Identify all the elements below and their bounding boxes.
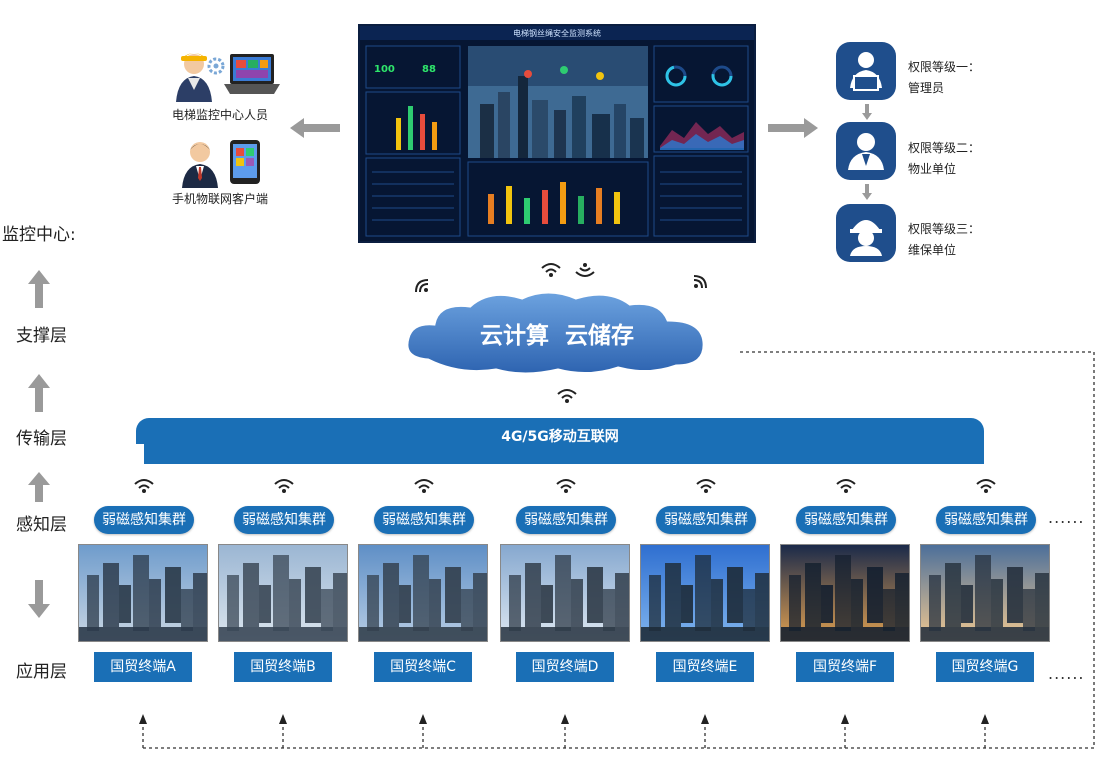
terminal-label: 国贸终端E: [656, 652, 754, 682]
city-photo: [920, 544, 1050, 642]
wifi-signal-icon: [575, 263, 595, 277]
cloud-label: 云计算 云储存: [479, 323, 634, 349]
layer-label-support: 支撑层: [16, 326, 67, 346]
sensor-cluster-badge: 弱磁感知集群: [374, 506, 474, 534]
feedback-arrow-head: [981, 714, 989, 724]
wifi-signal-icon: [696, 479, 716, 493]
terminal-label: 国贸终端F: [796, 652, 894, 682]
wifi-signal-icon: [274, 479, 294, 493]
sensor-cluster-badge: 弱磁感知集群: [94, 506, 194, 534]
feedback-arrow-head: [139, 714, 147, 724]
terminal-label: 国贸终端A: [94, 652, 192, 682]
city-photo: [500, 544, 630, 642]
businessman-with-phone-icon: [182, 140, 260, 188]
city-photo: [640, 544, 770, 642]
right-arrow-icon: [768, 118, 818, 138]
center-staff-label: 电梯监控中心人员: [172, 108, 269, 122]
up-arrow-icon: [28, 270, 50, 308]
left-arrow-icon: [290, 118, 340, 138]
wifi-signal-icon: [415, 279, 429, 293]
terminal-label: 国贸终端G: [936, 652, 1034, 682]
city-photo: [780, 544, 910, 642]
down-small-arrow-icon: [862, 104, 872, 120]
down-small-arrow-icon: [862, 184, 872, 200]
terminal-label: 国贸终端C: [374, 652, 472, 682]
monitoring-dashboard-screen: 电梯钢丝绳安全监测系统 100 88: [358, 24, 756, 243]
wifi-signal-icon: [693, 275, 707, 289]
network-bar: 4G/5G移动互联网: [136, 418, 984, 464]
feedback-arrow-head: [561, 714, 569, 724]
network-label: 4G/5G移动互联网: [501, 429, 619, 445]
terminal-ellipsis: ......: [1048, 664, 1085, 683]
city-photo: [78, 544, 208, 642]
sensor-cluster-badge: 弱磁感知集群: [656, 506, 756, 534]
wifi-signal-icon: [976, 479, 996, 493]
terminal-label: 国贸终端D: [516, 652, 614, 682]
up-arrow-icon: [28, 472, 50, 502]
cluster-ellipsis: ......: [1048, 508, 1085, 527]
sensor-cluster-badge: 弱磁感知集群: [796, 506, 896, 534]
layer-label-application: 应用层: [16, 662, 67, 682]
engineer-with-laptop-icon: [176, 53, 280, 102]
permission-level-1: 权限等级一：管理员: [908, 60, 981, 95]
wifi-signal-icon: [556, 479, 576, 493]
layer-label-perception: 感知层: [16, 515, 67, 535]
feedback-arrow-head: [701, 714, 709, 724]
feedback-arrow-head: [419, 714, 427, 724]
maintenance-unit-icon: [836, 204, 896, 262]
dashboard-title: 电梯钢丝绳安全监测系统: [513, 29, 601, 38]
permission-level-3: 权限等级三：维保单位: [908, 222, 981, 257]
mobile-client-label: 手机物联网客户端: [172, 192, 269, 206]
wifi-signal-icon: [134, 479, 154, 493]
sensor-cluster-badge: 弱磁感知集群: [936, 506, 1036, 534]
admin-icon: [836, 42, 896, 100]
permission-level-2: 权限等级二：物业单位: [908, 141, 981, 176]
wifi-signal-icon: [836, 479, 856, 493]
feedback-arrow-head: [279, 714, 287, 724]
terminal-label: 国贸终端B: [234, 652, 332, 682]
dashboard-metric-1: 100: [374, 64, 395, 75]
up-arrow-icon: [28, 374, 50, 412]
wifi-signal-icon: [541, 263, 561, 277]
property-unit-icon: [836, 122, 896, 180]
sensor-cluster-badge: 弱磁感知集群: [234, 506, 334, 534]
feedback-arrow-head: [841, 714, 849, 724]
wifi-signal-icon: [557, 389, 577, 403]
layer-label-monitor-center: 监控中心:: [2, 225, 76, 245]
wifi-signal-icon: [414, 479, 434, 493]
sensor-cluster-badge: 弱磁感知集群: [516, 506, 616, 534]
city-photo: [218, 544, 348, 642]
layer-label-transport: 传输层: [16, 429, 67, 449]
dashboard-metric-2: 88: [422, 64, 436, 75]
down-arrow-icon: [28, 580, 50, 618]
city-photo: [358, 544, 488, 642]
